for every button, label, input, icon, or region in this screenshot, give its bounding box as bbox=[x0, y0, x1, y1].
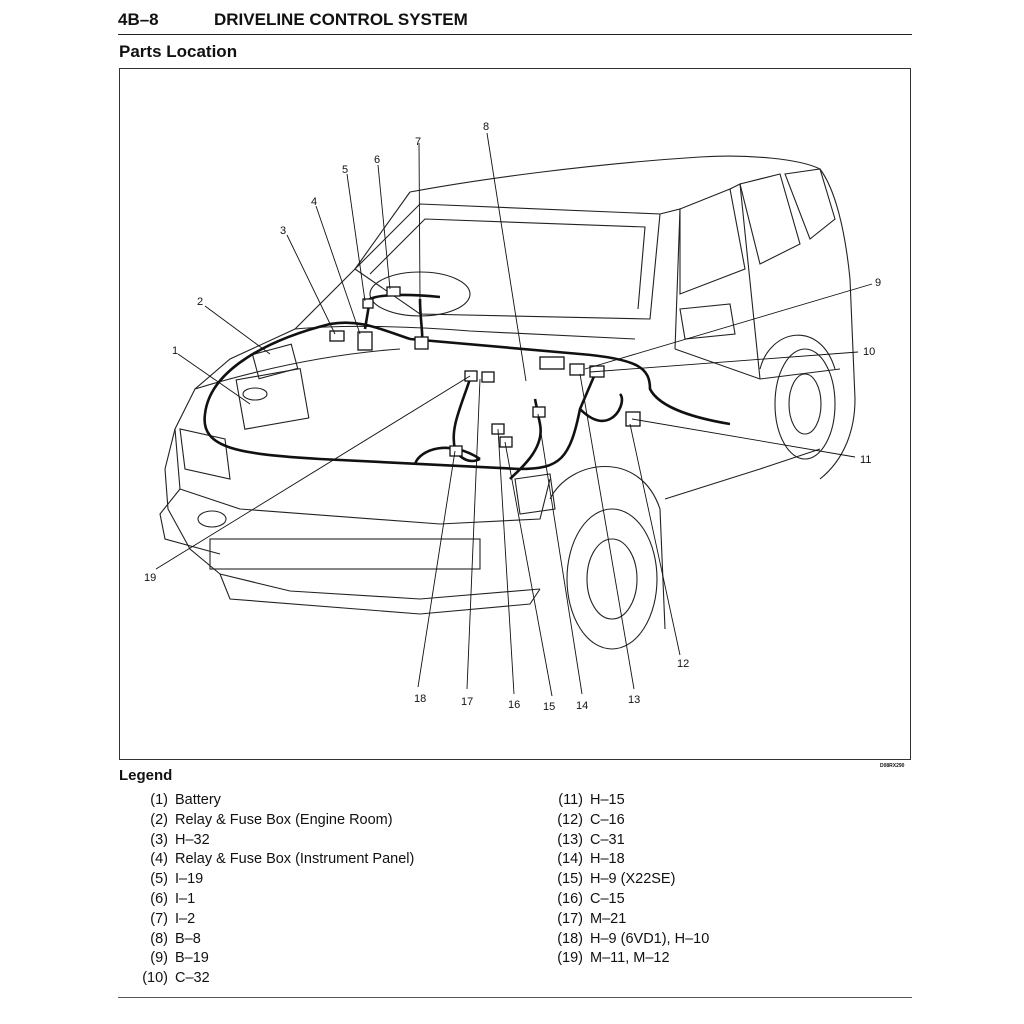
legend-number: (5) bbox=[150, 871, 168, 888]
callout-2: 2 bbox=[197, 296, 203, 308]
callout-14: 14 bbox=[576, 700, 588, 712]
legend-text: Relay & Fuse Box (Engine Room) bbox=[175, 811, 393, 828]
callout-13: 13 bbox=[628, 694, 640, 706]
legend-text: H–32 bbox=[175, 831, 210, 848]
legend-number: (3) bbox=[150, 831, 168, 848]
legend-column-left: (1) Battery (2) Relay & Fuse Box (Engine R… bbox=[126, 791, 414, 989]
legend-number: (13) bbox=[557, 831, 583, 848]
callout-3: 3 bbox=[280, 225, 286, 237]
legend-text: M–11, M–12 bbox=[590, 950, 670, 967]
page-title: DRIVELINE CONTROL SYSTEM bbox=[214, 10, 468, 29]
legend-item: (19) M–11, M–12 bbox=[541, 949, 709, 969]
legend-number: (19) bbox=[557, 950, 583, 967]
legend-text: B–8 bbox=[175, 930, 201, 947]
legend-item: (12) C–16 bbox=[541, 811, 709, 831]
callout-18: 18 bbox=[414, 693, 426, 705]
legend-item: (14) H–18 bbox=[541, 850, 709, 870]
legend-number: (10) bbox=[142, 970, 168, 987]
callout-8: 8 bbox=[483, 121, 489, 133]
legend-item: (3) H–32 bbox=[126, 831, 414, 851]
vehicle-diagram: 1 2 3 4 5 6 7 8 9 10 11 12 13 14 15 16 1… bbox=[144, 121, 881, 713]
legend-item: (5) I–19 bbox=[126, 870, 414, 890]
legend-item: (10) C–32 bbox=[126, 969, 414, 989]
legend-text: C–31 bbox=[590, 831, 625, 848]
legend-text: M–21 bbox=[590, 910, 627, 927]
legend-text: I–19 bbox=[175, 871, 204, 888]
vehicle-outline bbox=[159, 155, 856, 650]
legend-item: (4) Relay & Fuse Box (Instrument Panel) bbox=[126, 850, 414, 870]
callout-1: 1 bbox=[172, 345, 178, 357]
legend-number: (15) bbox=[557, 871, 583, 888]
callout-15: 15 bbox=[543, 701, 555, 713]
legend-number: (12) bbox=[557, 811, 583, 828]
wiring-harness bbox=[203, 293, 731, 480]
legend-number: (7) bbox=[150, 910, 168, 927]
legend-item: (6) I–1 bbox=[126, 890, 414, 910]
legend-item: (7) I–2 bbox=[126, 910, 414, 930]
legend-item: (8) B–8 bbox=[126, 930, 414, 950]
legend-text: Battery bbox=[175, 792, 221, 808]
callout-16: 16 bbox=[508, 699, 520, 711]
legend-number: (6) bbox=[150, 890, 168, 907]
legend-number: (18) bbox=[557, 930, 583, 947]
legend-text: C–32 bbox=[175, 970, 210, 987]
legend-number: (1) bbox=[150, 792, 168, 808]
bottom-divider bbox=[118, 997, 912, 998]
legend-number: (9) bbox=[150, 950, 168, 967]
callout-6: 6 bbox=[374, 154, 380, 166]
callout-19: 19 bbox=[144, 572, 156, 584]
legend-text: H–18 bbox=[590, 851, 625, 868]
legend-item: (15) H–9 (X22SE) bbox=[541, 870, 709, 890]
legend-text: I–2 bbox=[175, 910, 196, 927]
callout-9: 9 bbox=[875, 277, 881, 289]
callout-leaders bbox=[155, 132, 873, 697]
page-header: 4B–8 DRIVELINE CONTROL SYSTEM bbox=[118, 6, 912, 35]
legend-item: (17) M–21 bbox=[541, 910, 709, 930]
legend-item: (1) Battery bbox=[126, 791, 414, 811]
legend-number: (16) bbox=[557, 890, 583, 907]
legend-item: (16) C–15 bbox=[541, 890, 709, 910]
legend-item: (13) C–31 bbox=[541, 831, 709, 851]
legend-number: (14) bbox=[557, 851, 583, 868]
page-number: 4B–8 bbox=[118, 10, 159, 29]
legend-item: (18) H–9 (6VD1), H–10 bbox=[541, 930, 709, 950]
legend-item: (11) H–15 bbox=[541, 791, 709, 811]
legend-number: (11) bbox=[558, 792, 583, 808]
legend-text: I–1 bbox=[175, 890, 196, 907]
legend-number: (2) bbox=[150, 811, 168, 828]
callout-17: 17 bbox=[461, 696, 473, 708]
legend-column-right: (11) H–15 (12) C–16 (13) C–31 (14) H–18 (15)… bbox=[541, 791, 709, 969]
callout-11: 11 bbox=[860, 454, 871, 466]
callout-numbers: 1 2 3 4 5 6 7 8 9 10 11 12 13 14 15 16 1… bbox=[144, 121, 881, 713]
callout-7: 7 bbox=[415, 136, 421, 148]
legend-text: B–19 bbox=[175, 950, 209, 967]
callout-4: 4 bbox=[311, 196, 317, 208]
callout-5: 5 bbox=[342, 164, 348, 176]
callout-10: 10 bbox=[863, 346, 875, 358]
legend-item: (9) B–19 bbox=[126, 949, 414, 969]
legend-text: H–15 bbox=[590, 792, 625, 808]
legend-number: (17) bbox=[557, 910, 583, 927]
legend-item: (2) Relay & Fuse Box (Engine Room) bbox=[126, 811, 414, 831]
legend-text: C–15 bbox=[590, 890, 625, 907]
legend-text: H–9 (6VD1), H–10 bbox=[590, 930, 710, 947]
legend-title: Legend bbox=[119, 767, 173, 784]
section-title: Parts Location bbox=[119, 42, 238, 61]
legend-number: (4) bbox=[150, 851, 168, 868]
legend-text: H–9 (X22SE) bbox=[590, 871, 676, 888]
callout-12: 12 bbox=[677, 658, 689, 670]
legend-text: C–16 bbox=[590, 811, 625, 828]
parts-location-figure: 1 2 3 4 5 6 7 8 9 10 11 12 13 14 15 16 1… bbox=[119, 68, 911, 760]
legend-text: Relay & Fuse Box (Instrument Panel) bbox=[175, 851, 415, 868]
legend-number: (8) bbox=[150, 930, 168, 947]
figure-code: D08RX290 bbox=[880, 763, 905, 769]
